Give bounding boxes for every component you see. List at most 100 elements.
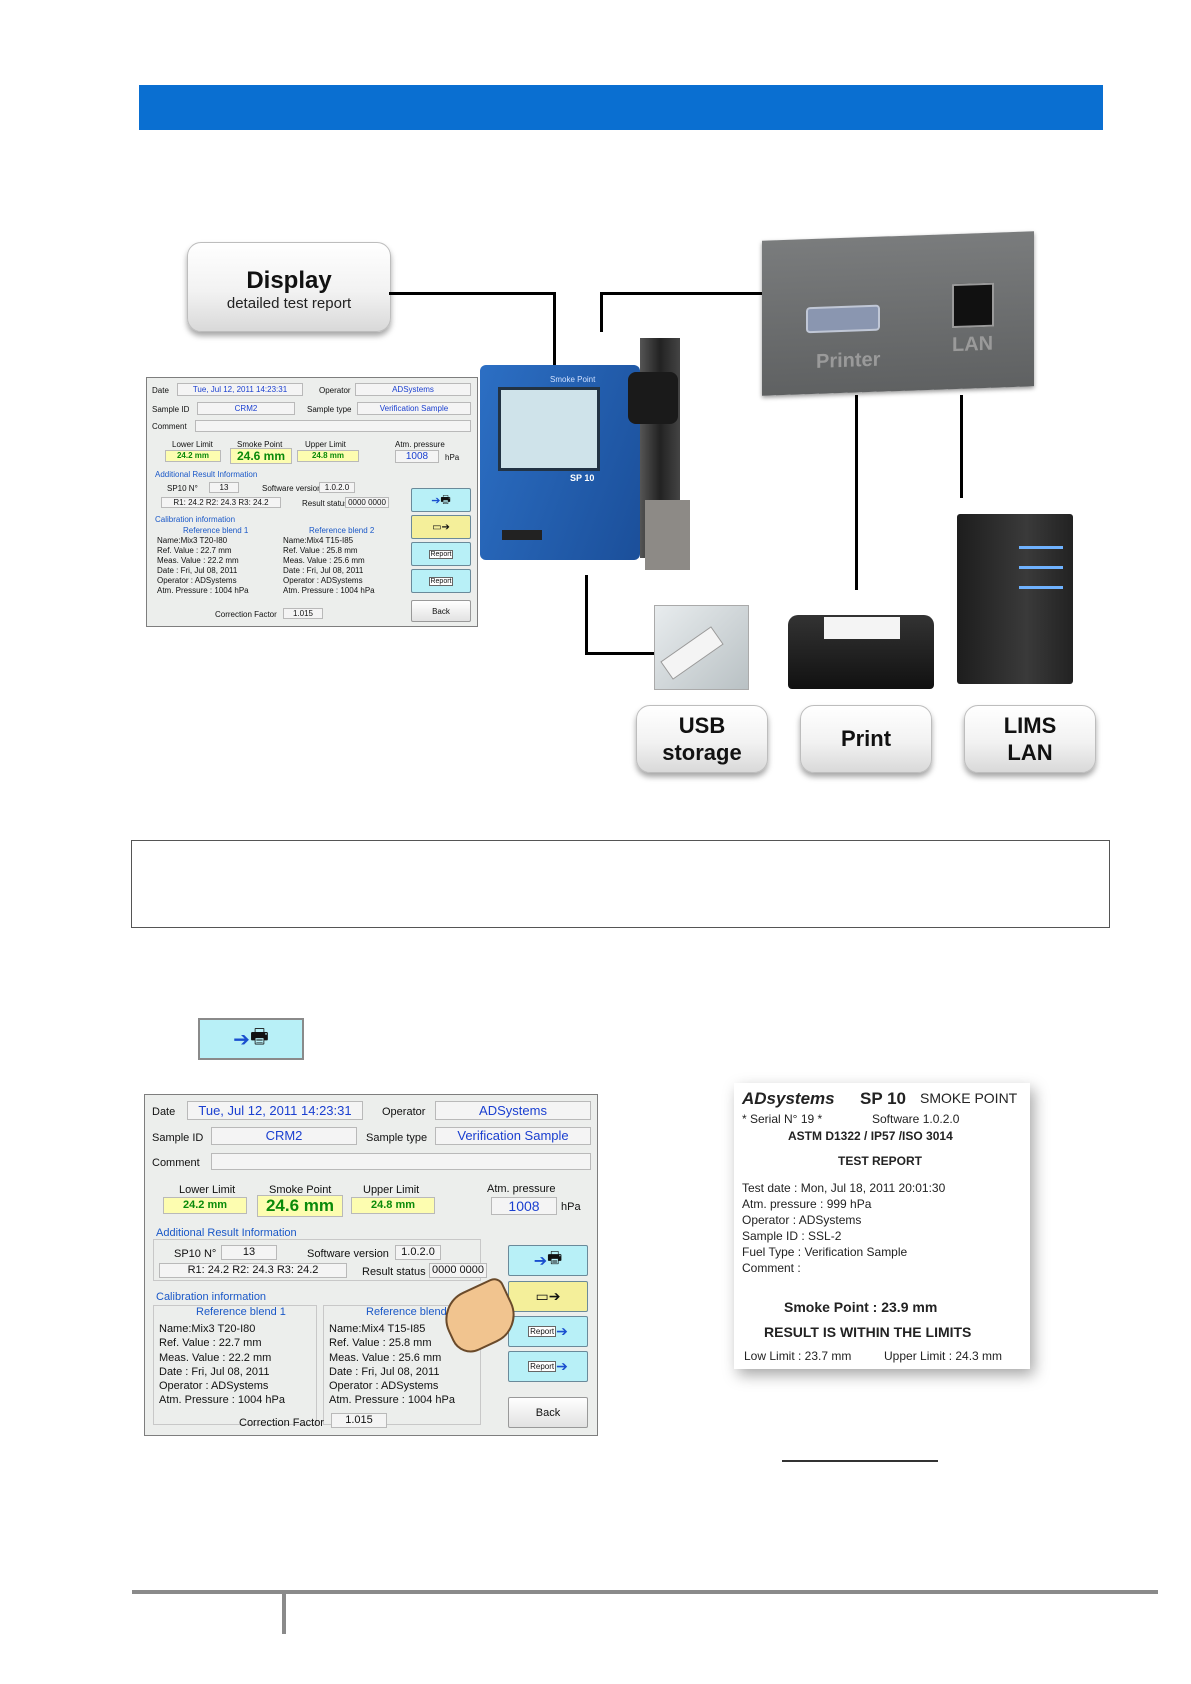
report-lan-button[interactable]: Report➔ [508, 1351, 588, 1382]
comment-field[interactable] [211, 1153, 591, 1170]
connector-line [600, 292, 762, 295]
usb-line2: storage [662, 740, 742, 765]
report-usb-button[interactable]: Report [411, 542, 471, 566]
ref1-line: Atm. Pressure : 1004 hPa [159, 1394, 285, 1407]
connector-line [389, 292, 555, 295]
result-status-label: Result status [362, 1266, 426, 1278]
ref1-line: Date : Fri, Jul 08, 2011 [157, 566, 238, 575]
ticket-line: Atm. pressure : 999 hPa [742, 1197, 872, 1211]
correction-value: 1.015 [331, 1413, 387, 1428]
usb-line1: USB [678, 713, 726, 738]
ticket-product: SMOKE POINT [920, 1090, 1018, 1106]
device-screen [498, 387, 600, 471]
usb-icon [660, 626, 724, 680]
report-screen-small: Date Tue, Jul 12, 2011 14:23:31 Operator… [146, 377, 478, 627]
print-button[interactable]: ➔🖶 [411, 488, 471, 512]
sp10-label: SP10 N° [174, 1248, 217, 1260]
print-label: Print [840, 726, 892, 751]
additional-group [153, 1239, 481, 1281]
ref2-line: Meas. Value : 25.6 mm [329, 1351, 442, 1364]
usb-export-button[interactable]: ▭➔ [508, 1281, 588, 1312]
ref2-line: Atm. Pressure : 1004 hPa [329, 1394, 455, 1407]
ref2-line: Name:Mix4 T15-I85 [283, 536, 354, 545]
comment-field[interactable] [195, 420, 471, 432]
atm-label: Atm. pressure [487, 1183, 556, 1195]
result-status-label: Result status [302, 499, 349, 508]
lims-line1: LIMS [1003, 713, 1057, 738]
lims-line2: LAN [1007, 740, 1053, 765]
report-lan-button[interactable]: Report [411, 569, 471, 593]
report-usb-button[interactable]: Report➔ [508, 1316, 588, 1347]
upper-limit-value: 24.8 mm [351, 1197, 435, 1214]
ref1-line: Name:Mix3 T20-I80 [159, 1323, 256, 1335]
upper-limit-label: Upper Limit [363, 1184, 420, 1196]
device-stand [645, 500, 690, 570]
report-screen-large: Date Tue, Jul 12, 2011 14:23:31 Operator… [144, 1094, 598, 1436]
atm-unit: hPa [445, 453, 460, 462]
correction-label: Correction Factor [239, 1417, 324, 1429]
print-button-icon[interactable]: ➔ 🖶 [198, 1018, 304, 1060]
print-button[interactable]: ➔🖶 [508, 1245, 588, 1276]
underline [782, 1460, 938, 1462]
ref2-line: Ref. Value : 25.8 mm [283, 546, 358, 555]
ref2-title: Reference blend 2 [366, 1306, 456, 1318]
ticket-software: Software 1.0.2.0 [872, 1112, 960, 1126]
lan-port-icon [952, 282, 994, 329]
atm-value: 1008 [491, 1197, 557, 1215]
back-button[interactable]: Back [411, 600, 471, 622]
server-led [1019, 586, 1063, 589]
ticket-line: Sample ID : SSL-2 [742, 1229, 842, 1243]
date-value: Tue, Jul 12, 2011 14:23:31 [177, 383, 303, 396]
ref2-line: Date : Fri, Jul 08, 2011 [329, 1365, 440, 1378]
r-values: R1: 24.2 R2: 24.3 R3: 24.2 [159, 1263, 347, 1278]
sample-type-label: Sample type [307, 405, 352, 414]
sample-id-label: Sample ID [152, 1132, 204, 1144]
sample-type-value: Verification Sample [357, 402, 471, 415]
connector-line [553, 292, 556, 422]
arrow-right-icon: ➔ [431, 494, 441, 507]
report-tag: Report [429, 576, 453, 586]
lims-lan-callout: LIMS LAN [964, 705, 1096, 773]
ref2-line: Operator : ADSystems [329, 1380, 439, 1393]
ref2-line: Date : Fri, Jul 08, 2011 [283, 566, 364, 575]
lower-limit-value: 24.2 mm [165, 450, 221, 462]
operator-value: ADSystems [435, 1101, 591, 1120]
ticket-line: Operator : ADSystems [742, 1213, 862, 1227]
port-label-printer: Printer [816, 348, 881, 373]
date-label: Date [152, 1106, 176, 1118]
ref1-group [153, 1305, 317, 1425]
ref1-line: Operator : ADSystems [159, 1380, 269, 1393]
lower-limit-value: 24.2 mm [163, 1197, 247, 1214]
connector-line [960, 395, 963, 498]
display-title: Display [246, 267, 332, 294]
ref1-line: Date : Fri, Jul 08, 2011 [159, 1365, 270, 1378]
ref2-title: Reference blend 2 [309, 526, 375, 535]
operator-value: ADSystems [355, 383, 471, 396]
ref1-line: Meas. Value : 22.2 mm [157, 556, 239, 565]
software-value: 1.0.2.0 [319, 482, 355, 493]
lower-limit-label: Lower Limit [179, 1184, 236, 1196]
software-label: Software version [307, 1248, 389, 1260]
printer-image [788, 615, 934, 689]
ticket-title: TEST REPORT [838, 1154, 923, 1168]
back-button[interactable]: Back [508, 1397, 588, 1428]
ticket-line: Comment : [742, 1261, 801, 1275]
ref2-line: Name:Mix4 T15-I85 [329, 1323, 426, 1335]
sp10-value: 13 [221, 1245, 277, 1260]
connector-line [585, 575, 588, 655]
ticket-line: Fuel Type : Verification Sample [742, 1245, 908, 1259]
ref1-line: Operator : ADSystems [157, 576, 237, 585]
arrow-right-icon: ➔ [556, 1358, 568, 1374]
usb-export-button[interactable]: ▭➔ [411, 515, 471, 539]
ticket-model: SP 10 [860, 1089, 907, 1108]
header-bar [139, 85, 1103, 130]
ref2-line: Ref. Value : 25.8 mm [329, 1337, 432, 1350]
printed-ticket: ADsystems SP 10 SMOKE POINT * Serial N° … [734, 1083, 1030, 1369]
ref2-group [323, 1305, 481, 1425]
calibration-section-title: Calibration information [155, 515, 236, 524]
ticket-brand: ADsystems [742, 1089, 835, 1108]
ref1-line: Ref. Value : 22.7 mm [157, 546, 232, 555]
